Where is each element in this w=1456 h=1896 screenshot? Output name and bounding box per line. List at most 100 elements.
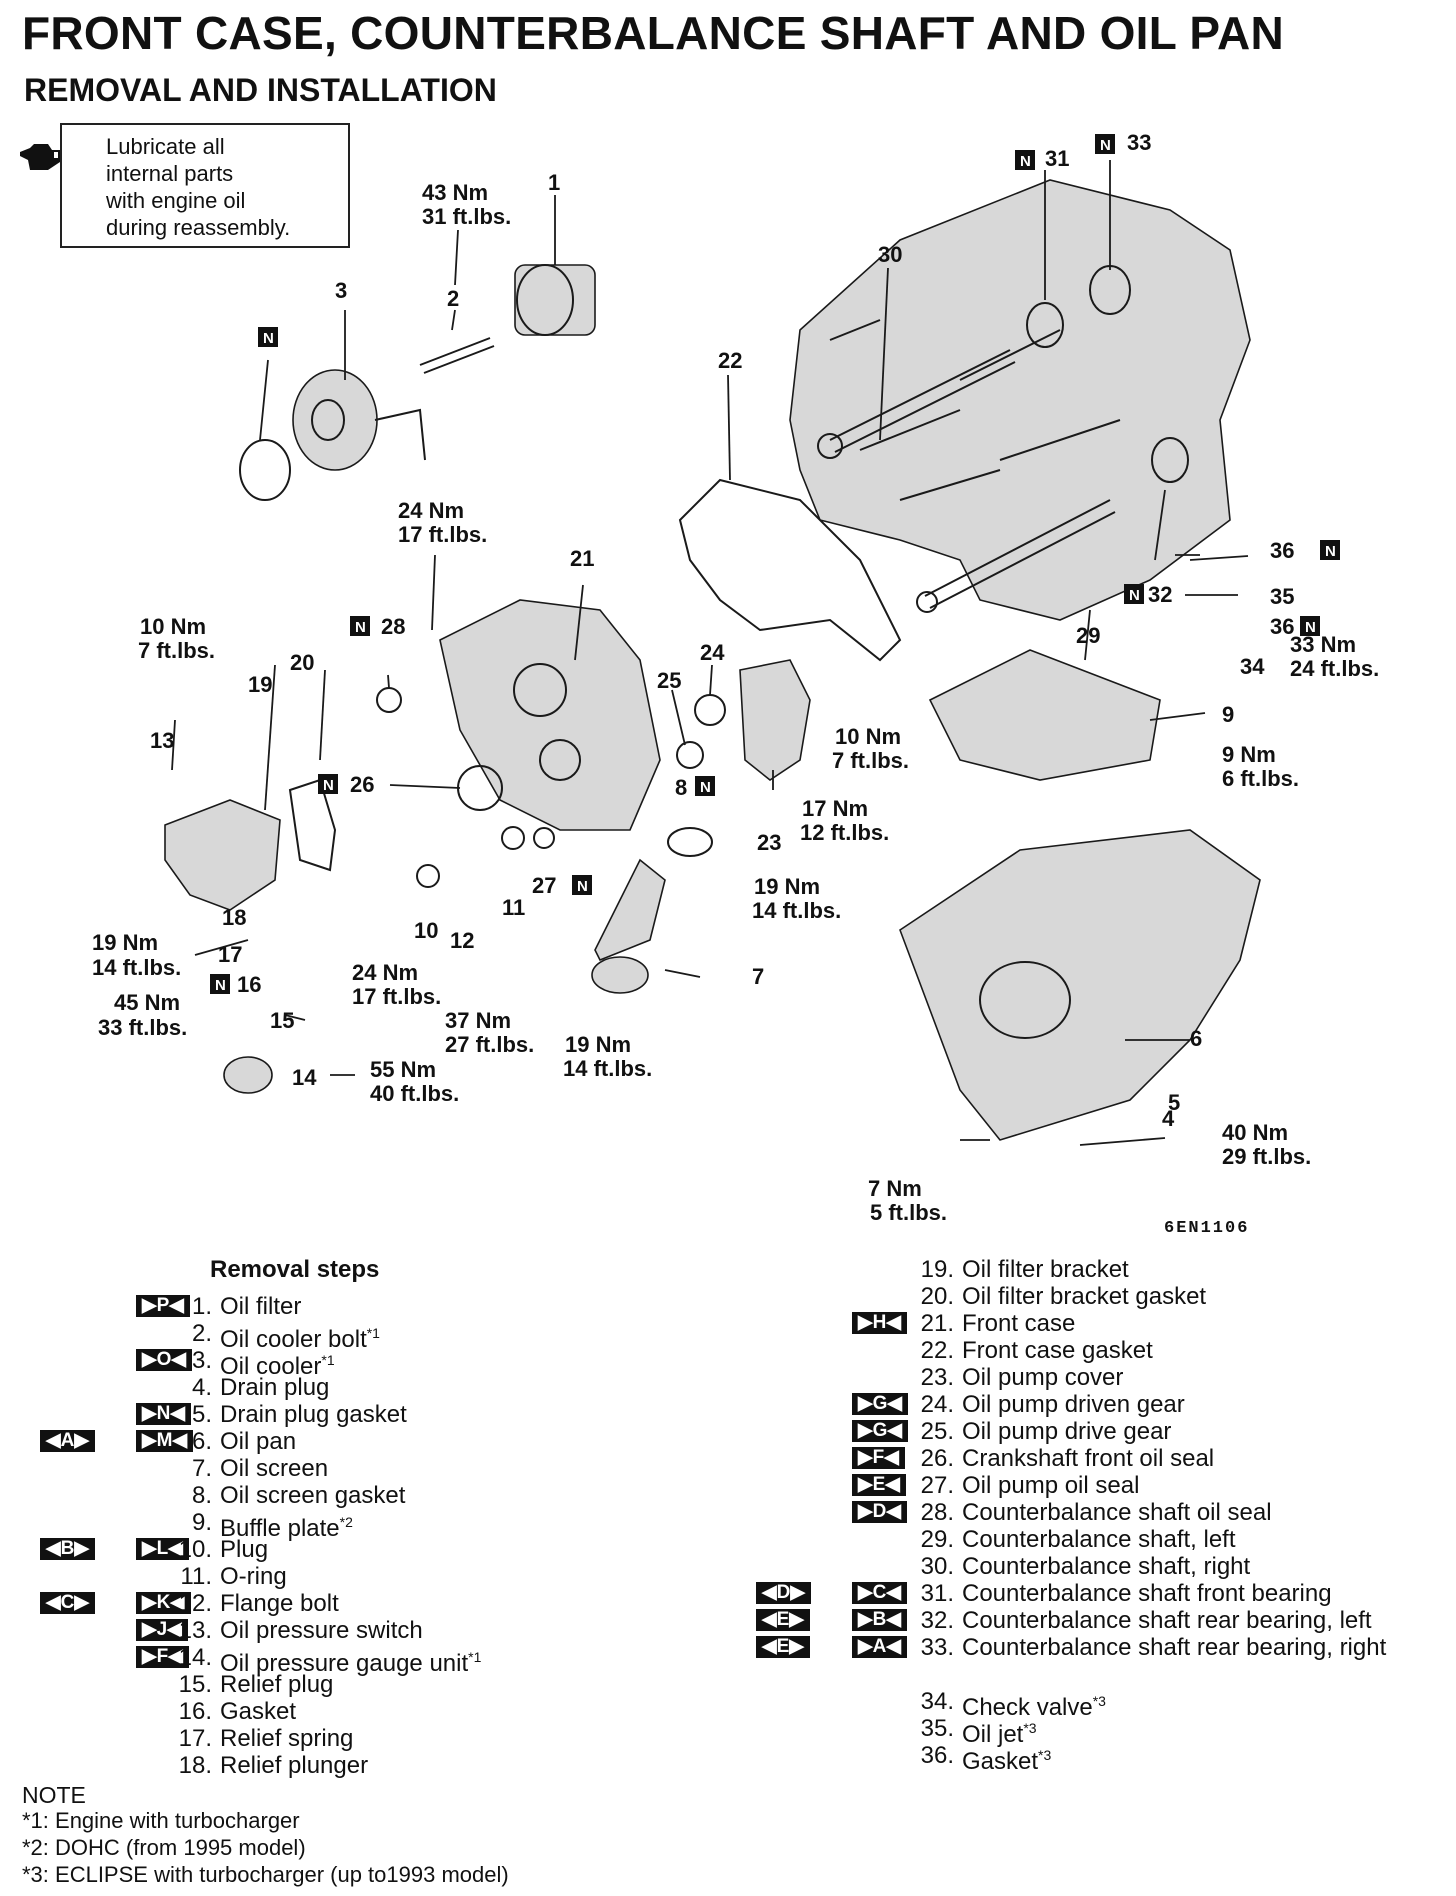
page-subtitle: REMOVAL AND INSTALLATION: [24, 72, 497, 108]
step-tag-right: ▶P◀: [136, 1295, 190, 1317]
step-text: Drain plug gasket: [220, 1401, 407, 1428]
step-tag-left: ◀B▶: [40, 1538, 95, 1560]
step-tag-right: ▶K◀: [136, 1592, 191, 1614]
new-part-marker: N: [1300, 616, 1320, 636]
torque-oil-cooler-bolt-ftlbs: 31 ft.lbs.: [422, 204, 511, 229]
oil-filter-bracket-illustration: [164, 799, 281, 911]
callout-11: 11: [502, 895, 525, 920]
step-number: 30.: [920, 1553, 954, 1580]
callout-12: 12: [450, 928, 474, 953]
step-tag-left: ◀D▶: [756, 1582, 811, 1604]
new-part-marker: N: [210, 974, 230, 994]
svg-text:N: N: [577, 878, 588, 895]
removal-step: ▶O◀3.Oil cooler*1: [20, 1347, 580, 1380]
new-part-marker: N: [572, 875, 592, 895]
removal-step: ▶P◀1.Oil filter: [20, 1293, 580, 1320]
torque-pump-cover-10-ftlbs: 7 ft.lbs.: [832, 748, 909, 773]
step-text: Oil pump drive gear: [962, 1418, 1171, 1445]
removal-step: ▶E◀27.Oil pump oil seal: [740, 1472, 1440, 1499]
step-label: Relief plunger: [220, 1752, 369, 1779]
torque-bracket-nm: 19 Nm: [92, 930, 158, 955]
step-label: Counterbalance shaft oil seal: [962, 1499, 1272, 1526]
step-label: Oil screen gasket: [220, 1482, 406, 1509]
callout-34: 34: [1240, 654, 1265, 679]
oil-screen-illustration: [594, 858, 666, 962]
step-label: Oil pump cover: [962, 1364, 1124, 1391]
step-number: 36.: [920, 1742, 954, 1769]
step-footnote-mark: *1: [366, 1325, 380, 1341]
callout-35: 35: [1270, 584, 1294, 609]
new-part-marker: N: [1095, 134, 1115, 154]
torque-pump-cover-17-nm: 17 Nm: [802, 796, 868, 821]
baffle-plate-illustration: [928, 649, 1161, 781]
torque-front-case-ftlbs: 17 ft.lbs.: [398, 522, 487, 547]
drive-gear-illustration: [676, 741, 704, 769]
note-1: *1: Engine with turbocharger: [22, 1808, 300, 1833]
step-tag-right: ▶M◀: [136, 1430, 194, 1452]
oring-illustration: [501, 826, 525, 850]
step-text: Relief plug: [220, 1671, 333, 1698]
step-label: Oil pan: [220, 1428, 297, 1455]
callout-36-top: 36: [1270, 538, 1294, 563]
oil-pressure-gauge-illustration: [223, 1056, 273, 1094]
callout-32: 32: [1148, 582, 1172, 607]
step-label: Oil filter bracket gasket: [962, 1283, 1207, 1310]
step-text: Oil screen gasket: [220, 1482, 405, 1509]
step-number: 22.: [920, 1337, 954, 1364]
callout-1: 1: [548, 170, 560, 195]
callout-31: 31: [1045, 146, 1069, 171]
removal-step: 7.Oil screen: [20, 1455, 580, 1482]
step-tag-right: ▶B◀: [852, 1609, 907, 1631]
step-label: Oil pump oil seal: [962, 1472, 1140, 1499]
step-footnote-mark: *2: [339, 1514, 353, 1530]
torque-switch-ftlbs: 7 ft.lbs.: [138, 638, 215, 663]
step-number: 7.: [191, 1455, 212, 1482]
step-number: 35.: [920, 1715, 954, 1742]
torque-screen-nut-nm: 19 Nm: [754, 874, 820, 899]
step-number: 8.: [191, 1482, 212, 1509]
step-footnote-mark: *1: [321, 1352, 335, 1368]
step-number: 4.: [191, 1374, 212, 1401]
oil-pan-illustration: [899, 829, 1261, 1141]
torque-relief-ftlbs: 33 ft.lbs.: [98, 1015, 187, 1040]
step-number: 2.: [191, 1320, 212, 1347]
removal-step: 35. Oil jet*3: [740, 1715, 1440, 1748]
step-label: Oil pump drive gear: [962, 1418, 1172, 1445]
step-text: Oil jet*3: [962, 1715, 1037, 1748]
removal-step: ▶J◀13.Oil pressure switch: [20, 1617, 580, 1644]
lubrication-note: Lubricate all internal parts with engine…: [60, 123, 350, 248]
step-label: Buffle plate: [220, 1515, 340, 1542]
step-text: Counterbalance shaft, right: [962, 1553, 1250, 1580]
step-tag-right: ▶E◀: [852, 1474, 906, 1496]
callout-4: 4: [1162, 1106, 1175, 1131]
torque-front-case-nm: 24 Nm: [398, 498, 464, 523]
callout-21: 21: [570, 546, 594, 571]
step-tag-left: ◀E▶: [756, 1609, 810, 1631]
step-text: Check valve*3: [962, 1688, 1106, 1721]
step-text: Counterbalance shaft rear bearing, left: [962, 1607, 1372, 1634]
removal-step: ◀E▶▶A◀33.Counterbalance shaft rear beari…: [740, 1634, 1440, 1688]
removal-step: ◀C▶▶K◀12.Flange bolt: [20, 1590, 580, 1617]
step-number: 31.: [920, 1580, 954, 1607]
step-tag-right: ▶L◀: [136, 1538, 189, 1560]
step-label: Oil pump driven gear: [962, 1391, 1185, 1418]
callout-2: 2: [447, 286, 459, 311]
step-tag-right: ▶G◀: [852, 1393, 909, 1415]
oil-can-icon: [20, 144, 60, 170]
step-label: Oil pressure switch: [220, 1617, 423, 1644]
step-number: 15.: [178, 1671, 212, 1698]
torque-baffle-nm: 9 Nm: [1222, 742, 1276, 767]
step-label: Relief plug: [220, 1671, 334, 1698]
torque-pump-cover-10-nm: 10 Nm: [835, 724, 901, 749]
driven-gear-illustration: [694, 694, 726, 726]
step-label: Gasket: [220, 1698, 297, 1725]
step-label: Counterbalance shaft, right: [962, 1553, 1251, 1580]
callout-13: 13: [150, 728, 174, 753]
step-label: Counterbalance shaft rear bearing, right: [962, 1634, 1387, 1661]
step-text: Oil pump oil seal: [962, 1472, 1139, 1499]
part-callouts: 1 2 3 4 5 6 7 8 9 10 11 12 13 14 15 16 1…: [150, 130, 1294, 1131]
step-text: Plug: [220, 1536, 268, 1563]
removal-step: 16.Gasket: [20, 1698, 580, 1725]
callout-24: 24: [700, 640, 725, 665]
